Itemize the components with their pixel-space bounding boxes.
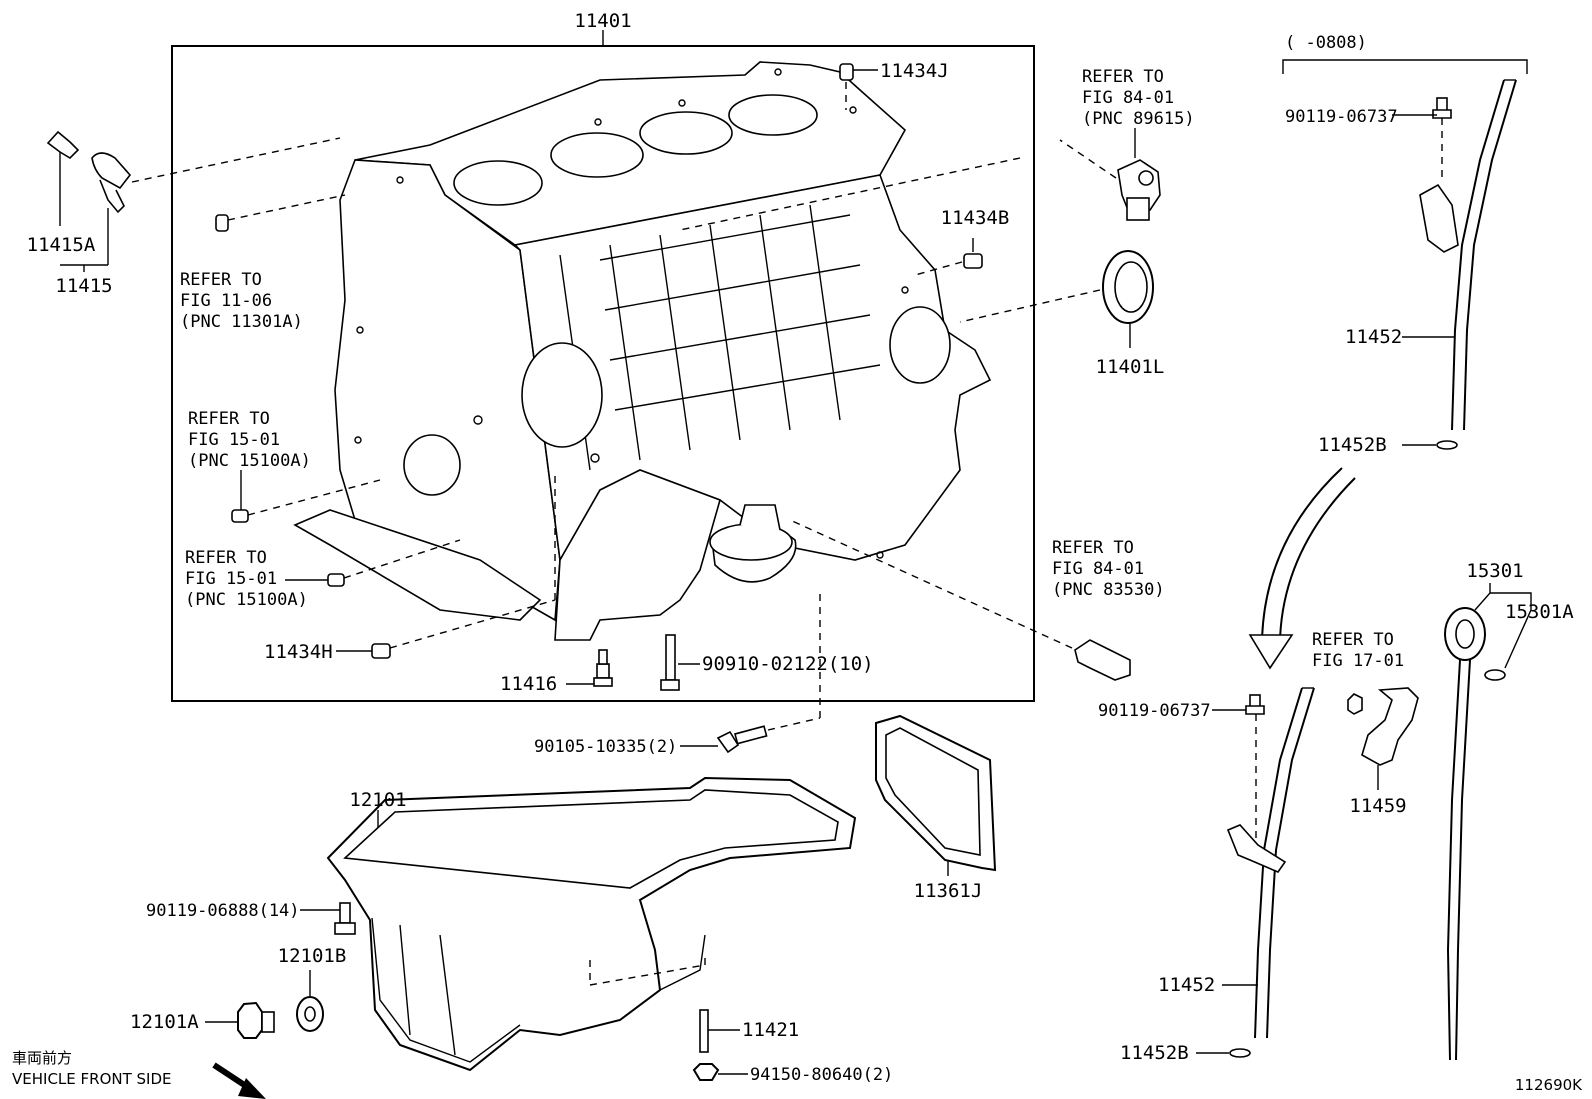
svg-text:REFER TO[interactable]: REFER TO xyxy=(185,548,267,568)
stud-90910-02122 xyxy=(660,634,700,691)
label-11452-upper[interactable]: 11452 xyxy=(1345,326,1402,348)
label-11434j[interactable]: 11434J xyxy=(880,60,949,82)
gasket-12101b xyxy=(296,970,324,1032)
date-range: ( -0808) xyxy=(1285,33,1367,53)
label-11434b[interactable]: 11434B xyxy=(941,207,1010,229)
svg-text:FIG 11-06[interactable]: FIG 11-06 xyxy=(180,291,272,311)
guide-upper-11452 xyxy=(1392,79,1517,431)
svg-text:(PNC 83530)[interactable]: (PNC 83530) xyxy=(1052,580,1165,600)
label-11416[interactable]: 11416 xyxy=(500,673,557,695)
svg-text:FIG 15-01[interactable]: FIG 15-01 xyxy=(188,430,280,450)
ref-fig-17-01: REFER TO FIG 17-01 xyxy=(1312,630,1404,715)
label-12101[interactable]: 12101 xyxy=(349,789,406,811)
nut-94150-80640 xyxy=(692,1063,748,1081)
label-11452b-upper[interactable]: 11452B xyxy=(1318,434,1387,456)
ref-fig-84-01-knock: REFER TO FIG 84-01 (PNC 89615) xyxy=(679,67,1195,231)
ref-fig-15-01-a: REFER TO FIG 15-01 (PNC 15100A) xyxy=(188,409,381,523)
label-90119-06737-upper[interactable]: 90119-06737 xyxy=(1285,107,1398,127)
svg-text:REFER TO[interactable]: REFER TO xyxy=(1082,67,1164,87)
guide-lower-11452 xyxy=(1212,687,1315,1039)
bolt-90119-06888 xyxy=(300,902,356,935)
stud-11421 xyxy=(699,1009,740,1053)
svg-text:(PNC 89615)[interactable]: (PNC 89615) xyxy=(1082,109,1195,129)
drain-plug-12101a xyxy=(205,1001,275,1039)
label-11452b-lower[interactable]: 11452B xyxy=(1120,1042,1189,1064)
date-range-bracket xyxy=(1282,59,1528,74)
label-90119-06888[interactable]: 90119-06888(14) xyxy=(146,901,300,921)
svg-text:FIG 17-01[interactable]: FIG 17-01 xyxy=(1312,651,1404,671)
front-direction-arrow-icon xyxy=(212,1062,266,1099)
svg-text:(PNC 11301A)[interactable]: (PNC 11301A) xyxy=(180,312,303,332)
svg-text:REFER TO[interactable]: REFER TO xyxy=(188,409,270,429)
oring-lower-11452b xyxy=(1196,1048,1251,1058)
seal-11401l xyxy=(959,250,1154,348)
label-11401[interactable]: 11401 xyxy=(574,10,631,32)
label-15301[interactable]: 15301 xyxy=(1466,560,1523,582)
label-11415a[interactable]: 11415A xyxy=(27,234,96,256)
cylinder-block-illustration xyxy=(293,61,992,641)
label-11434h[interactable]: 11434H xyxy=(264,641,333,663)
figure-code: 112690K xyxy=(1515,1076,1583,1094)
ref-fig-84-01-oil-pressure: REFER TO FIG 84-01 (PNC 83530) xyxy=(789,519,1165,681)
label-11459[interactable]: 11459 xyxy=(1349,795,1406,817)
svg-text:REFER TO[interactable]: REFER TO xyxy=(1312,630,1394,650)
ref-fig-11-06: REFER TO FIG 11-06 (PNC 11301A) xyxy=(180,194,346,332)
label-11401l[interactable]: 11401L xyxy=(1096,356,1165,378)
vehicle-front-side-jp: 車両前方 xyxy=(12,1049,72,1067)
svg-text:REFER TO[interactable]: REFER TO xyxy=(180,270,262,290)
label-11452-lower[interactable]: 11452 xyxy=(1158,974,1215,996)
pin-11434j xyxy=(839,63,878,110)
ref-fig-15-01-b: REFER TO FIG 15-01 (PNC 15100A) xyxy=(185,539,461,610)
label-90119-06737-lower[interactable]: 90119-06737 xyxy=(1098,701,1211,721)
transition-arrow xyxy=(1248,467,1356,670)
label-11361j[interactable]: 11361J xyxy=(914,880,983,902)
baffle-11361j xyxy=(875,714,997,876)
svg-text:FIG 15-01[interactable]: FIG 15-01 xyxy=(185,569,277,589)
oring-upper-11452b xyxy=(1402,440,1458,450)
label-12101b[interactable]: 12101B xyxy=(278,945,347,967)
label-11421[interactable]: 11421 xyxy=(742,1019,799,1041)
label-15301a[interactable]: 15301A xyxy=(1505,601,1574,623)
label-94150-80640[interactable]: 94150-80640(2) xyxy=(750,1065,893,1085)
svg-text:REFER TO[interactable]: REFER TO xyxy=(1052,538,1134,558)
pin-11434h xyxy=(336,470,556,659)
dipstick-15301 xyxy=(1444,583,1532,1061)
bolt-11416 xyxy=(566,649,613,687)
sensor-11415 xyxy=(46,130,341,272)
svg-text:(PNC 15100A)[interactable]: (PNC 15100A) xyxy=(188,451,311,471)
pin-11434b xyxy=(914,238,983,276)
vehicle-front-side-en: VEHICLE FRONT SIDE xyxy=(12,1070,172,1088)
label-11415[interactable]: 11415 xyxy=(55,275,112,297)
clamp-11459 xyxy=(1361,687,1419,790)
label-12101a[interactable]: 12101A xyxy=(130,1011,199,1033)
oil-pan-12101 xyxy=(326,776,857,1072)
bolt-90105-10335 xyxy=(680,590,821,754)
label-90105-10335[interactable]: 90105-10335(2) xyxy=(534,737,677,757)
label-90910-02122[interactable]: 90910-02122(10) xyxy=(702,653,874,675)
svg-text:(PNC 15100A)[interactable]: (PNC 15100A) xyxy=(185,590,308,610)
svg-text:FIG 84-01[interactable]: FIG 84-01 xyxy=(1052,559,1144,579)
svg-text:FIG 84-01[interactable]: FIG 84-01 xyxy=(1082,88,1174,108)
